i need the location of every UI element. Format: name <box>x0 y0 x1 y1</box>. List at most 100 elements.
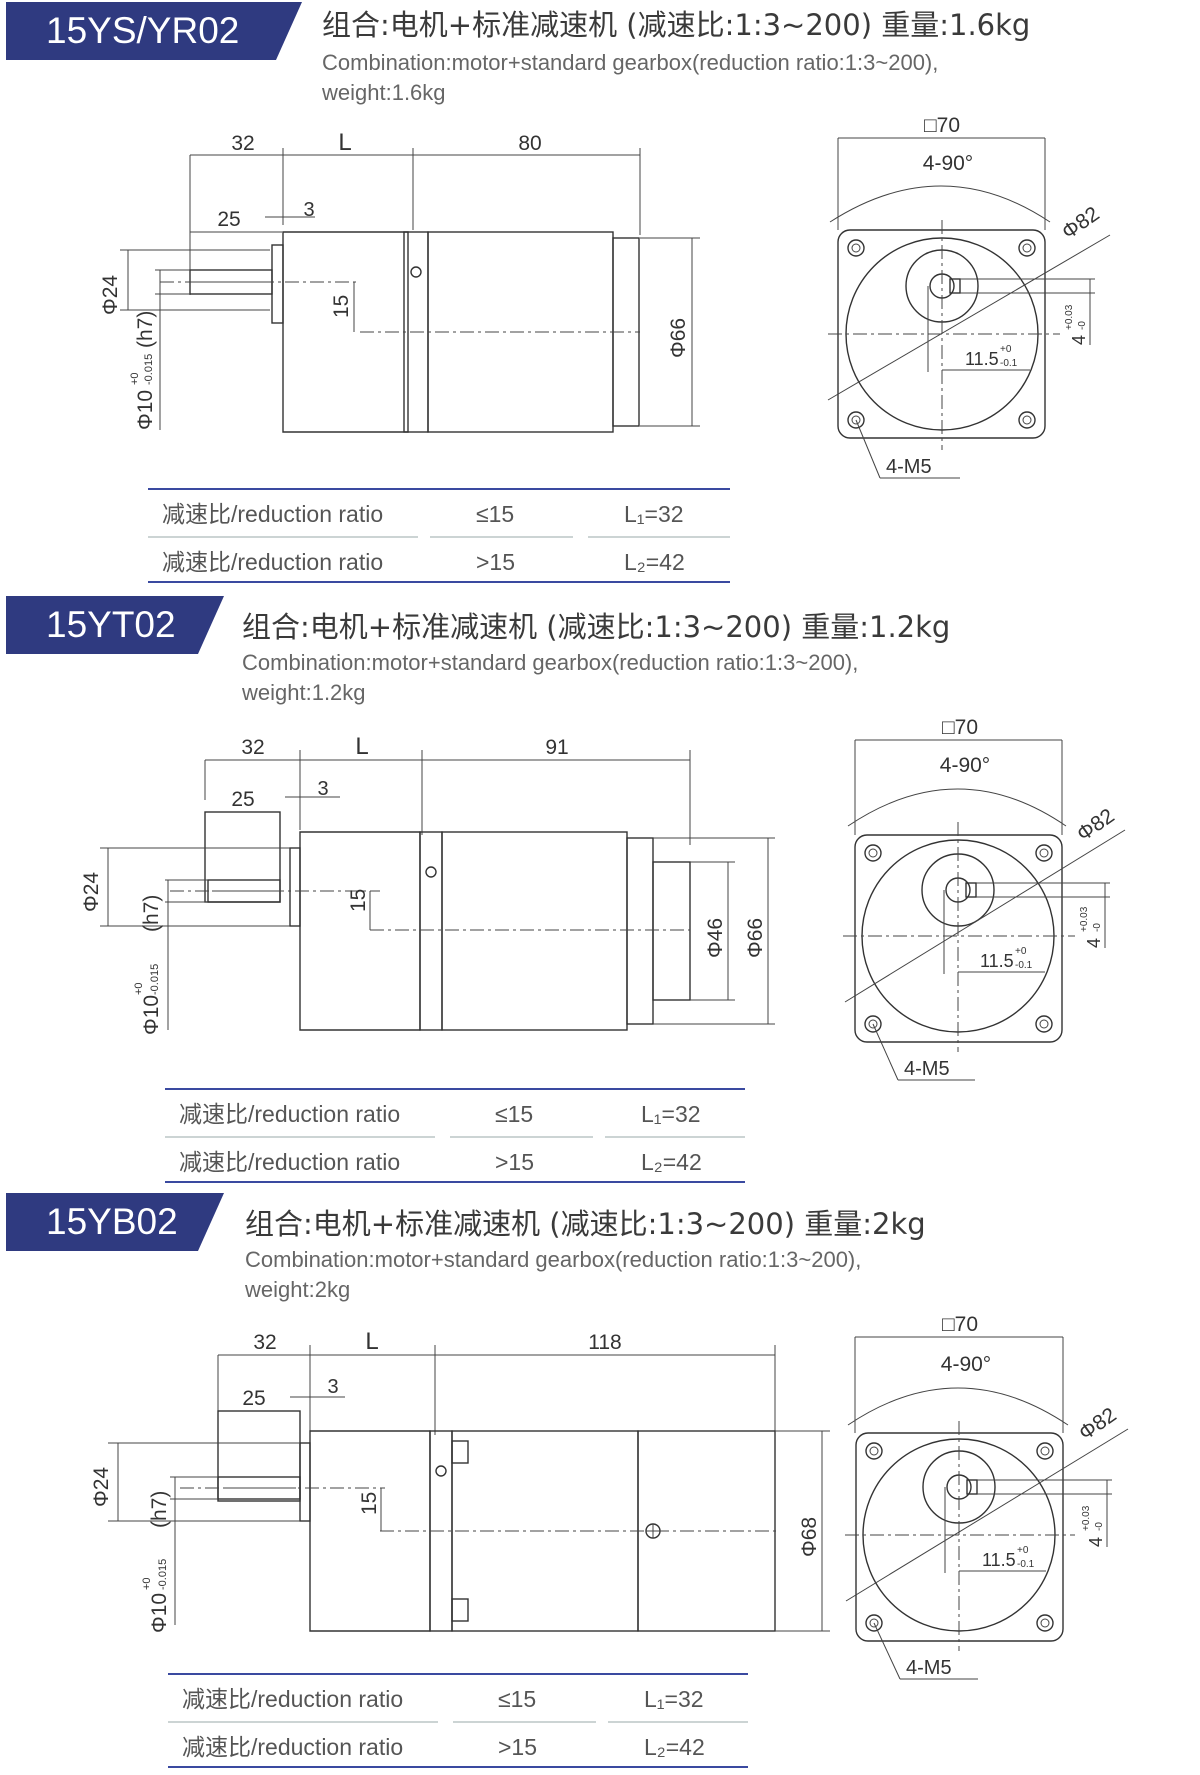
tol-keyway-upper: +0.03 <box>1081 1505 1092 1531</box>
ratio-label: 减速比/reduction ratio <box>179 1149 401 1175</box>
section-15ys: 15YS/YR02 组合:电机+标准减速机 (减速比:1:3~200) 重量:1… <box>0 0 1200 590</box>
table-row: 减速比/reduction ratio >15 L₂=42 <box>168 1725 748 1769</box>
dim-angle: 4-90° <box>940 754 990 777</box>
dim-angle: 4-90° <box>941 1353 991 1376</box>
length-value: L₁=32 <box>641 1101 701 1127</box>
dim-keyway-4: 4 <box>1069 335 1089 345</box>
dim-angle: 4-90° <box>923 152 973 175</box>
tol-phi10-lower: -0.015 <box>143 354 155 385</box>
ratio-condition: >15 <box>498 1734 538 1760</box>
title-english-line2: weight:2kg <box>245 1277 351 1302</box>
length-value: L₁=32 <box>644 1686 704 1712</box>
dim-25: 25 <box>242 1387 265 1410</box>
dim-square-70: □70 <box>942 716 978 739</box>
length-value: L₂=42 <box>641 1149 702 1175</box>
dim-h7: (h7) <box>148 1491 171 1528</box>
title-english-line1: Combination:motor+standard gearbox(reduc… <box>245 1247 862 1272</box>
flange-view-drawing: □70 4-90° Φ82 11.5 +0 -0.1 4 +0.03 -0 4-… <box>843 716 1126 1081</box>
ratio-table: 减速比/reduction ratio ≤15 L₁=32 减速比/reduct… <box>148 488 730 584</box>
tol-phi10-lower: -0.015 <box>149 964 161 995</box>
section-15yt: 15YT02 组合:电机+标准减速机 (减速比:1:3~200) 重量:1.2k… <box>0 590 1200 1185</box>
dim-keyway-4: 4 <box>1086 1537 1106 1547</box>
tol-keyway-upper: +0.03 <box>1079 906 1090 932</box>
dim-phi82: Φ82 <box>1073 804 1119 846</box>
ratio-label: 减速比/reduction ratio <box>182 1686 404 1712</box>
dim-phi10: Φ10 <box>148 1593 171 1633</box>
dim-holes: 4-M5 <box>904 1058 950 1080</box>
tol-key-lower: -0.1 <box>1000 358 1018 369</box>
model-tag: 15YT02 <box>6 596 224 654</box>
dim-phi24: Φ24 <box>99 275 122 315</box>
section-15yb: 15YB02 组合:电机+标准减速机 (减速比:1:3~200) 重量:2kg … <box>0 1185 1200 1775</box>
dim-32: 32 <box>241 736 264 759</box>
dim-L: L <box>338 129 351 156</box>
tol-keyway-lower: -0 <box>1094 1522 1105 1531</box>
dim-length: 118 <box>588 1331 621 1354</box>
table-row: 减速比/reduction ratio ≤15 L₁=32 <box>148 492 730 536</box>
dim-h7: (h7) <box>140 895 163 932</box>
ratio-label: 减速比/reduction ratio <box>162 501 384 527</box>
tol-phi10-upper: +0 <box>129 372 141 385</box>
side-view-drawing: 32 L 118 25 3 15 Φ24 Φ10 +0 -0.015 <box>90 1328 830 1633</box>
dim-32: 32 <box>253 1331 276 1354</box>
model-tag: 15YB02 <box>6 1193 224 1251</box>
ratio-condition: >15 <box>495 1149 535 1175</box>
tol-phi10-upper: +0 <box>141 1577 153 1590</box>
tol-key-upper: +0 <box>1017 1545 1029 1556</box>
dim-h7: (h7) <box>134 311 157 348</box>
tol-keyway-lower: -0 <box>1077 321 1088 330</box>
dim-25: 25 <box>231 788 254 811</box>
dim-phi82: Φ82 <box>1058 202 1104 244</box>
flange-view-drawing: □70 4-90° Φ82 11.5 +0 -0.1 4 +0.03 -0 4-… <box>845 1313 1129 1680</box>
table-row: 减速比/reduction ratio ≤15 L₁=32 <box>165 1092 745 1136</box>
dim-3: 3 <box>303 199 314 221</box>
dim-phi82: Φ82 <box>1075 1403 1121 1445</box>
table-row: 减速比/reduction ratio >15 L₂=42 <box>148 540 730 584</box>
dim-holes: 4-M5 <box>886 456 932 478</box>
tol-phi10-lower: -0.015 <box>157 1559 169 1590</box>
dim-square-70: □70 <box>924 114 960 137</box>
dim-phi-inner: Φ46 <box>704 918 727 958</box>
table-row: 减速比/reduction ratio >15 L₂=42 <box>165 1140 745 1184</box>
table-row: 减速比/reduction ratio ≤15 L₁=32 <box>168 1677 748 1721</box>
tol-keyway-lower: -0 <box>1092 923 1103 932</box>
ratio-condition: ≤15 <box>476 501 515 527</box>
dim-3: 3 <box>327 1376 338 1398</box>
dim-15: 15 <box>330 295 353 318</box>
ratio-condition: >15 <box>476 549 516 575</box>
dim-square-70: □70 <box>942 1313 978 1336</box>
tol-key-lower: -0.1 <box>1017 1559 1035 1570</box>
dim-3: 3 <box>317 778 328 800</box>
dim-key: 11.5 <box>982 1550 1016 1570</box>
dim-25: 25 <box>217 208 240 231</box>
ratio-label: 减速比/reduction ratio <box>179 1101 401 1127</box>
length-value: L₂=42 <box>624 549 685 575</box>
title-chinese: 组合:电机+标准减速机 (减速比:1:3~200) 重量:1.6kg <box>322 8 1031 42</box>
title-english-line1: Combination:motor+standard gearbox(reduc… <box>242 650 859 675</box>
dim-phi24: Φ24 <box>80 872 103 912</box>
tol-keyway-upper: +0.03 <box>1064 304 1075 330</box>
side-view-drawing: 32 L 91 25 3 15 Φ24 Φ10 +0 -0.015 (h7) <box>80 733 775 1035</box>
dim-phi-outer: Φ68 <box>798 1517 821 1557</box>
dim-length: 80 <box>518 132 541 155</box>
ratio-table: 减速比/reduction ratio ≤15 L₁=32 减速比/reduct… <box>165 1088 745 1184</box>
title-chinese: 组合:电机+标准减速机 (减速比:1:3~200) 重量:2kg <box>245 1207 926 1241</box>
ratio-condition: ≤15 <box>498 1686 537 1712</box>
ratio-table: 减速比/reduction ratio ≤15 L₁=32 减速比/reduct… <box>168 1673 748 1769</box>
dim-15: 15 <box>358 1492 381 1515</box>
dim-phi24: Φ24 <box>90 1467 113 1507</box>
tol-key-upper: +0 <box>1000 344 1012 355</box>
dim-phi-outer: Φ66 <box>744 918 767 958</box>
dim-32: 32 <box>231 132 254 155</box>
dim-phi10: Φ10 <box>140 995 163 1035</box>
tol-key-lower: -0.1 <box>1015 960 1033 971</box>
title-chinese: 组合:电机+标准减速机 (减速比:1:3~200) 重量:1.2kg <box>242 610 951 644</box>
tol-phi10-upper: +0 <box>133 982 145 995</box>
dim-holes: 4-M5 <box>906 1657 952 1679</box>
dim-key: 11.5 <box>965 349 999 369</box>
dim-length: 91 <box>545 736 568 759</box>
dim-L: L <box>355 733 368 760</box>
ratio-label: 减速比/reduction ratio <box>162 549 384 575</box>
title-english-line1: Combination:motor+standard gearbox(reduc… <box>322 50 939 75</box>
dim-phi-outer: Φ66 <box>667 318 690 358</box>
